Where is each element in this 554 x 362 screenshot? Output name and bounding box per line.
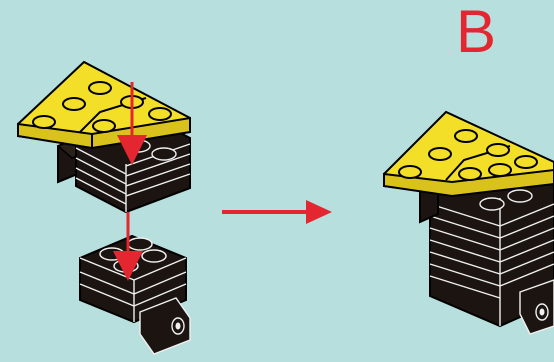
- upper-subassembly: [18, 62, 190, 212]
- assembled-yellow-plate: [384, 112, 554, 196]
- yellow-wedge-plate: [18, 62, 190, 148]
- assembled-model: [384, 112, 554, 334]
- result-arrow: [222, 200, 332, 224]
- lower-black-brick: [80, 236, 190, 354]
